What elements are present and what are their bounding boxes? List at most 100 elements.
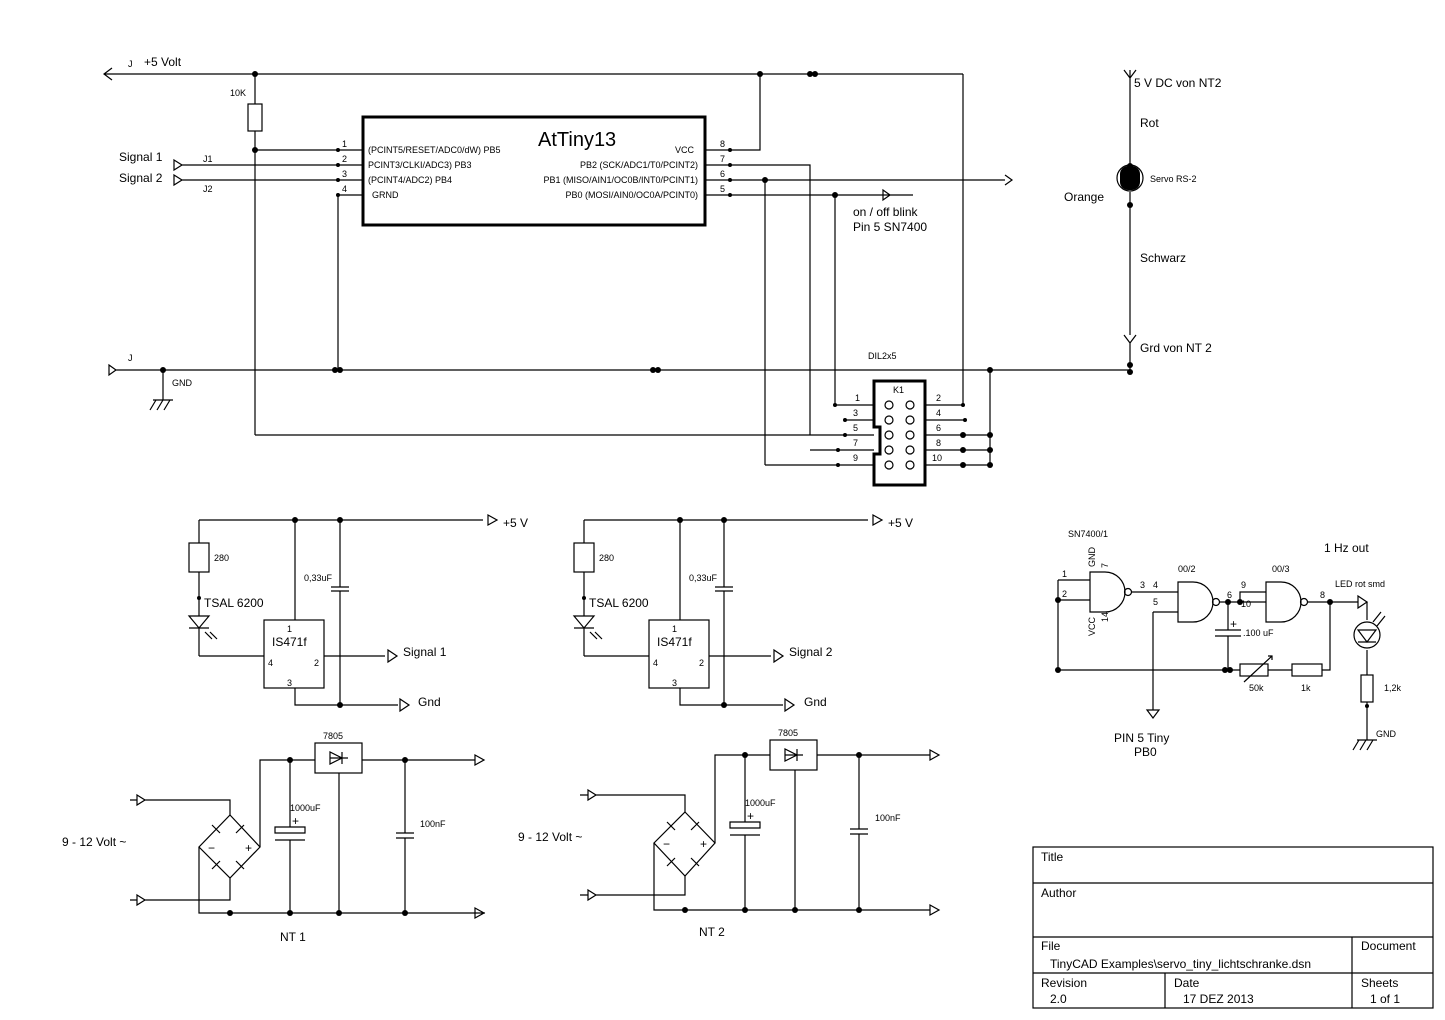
nt1-bridge-minus: − — [208, 841, 215, 855]
reg1-label: 7805 — [323, 731, 343, 741]
pin-1-num: 1 — [342, 139, 347, 149]
r50k-label: 50k — [1249, 683, 1264, 693]
c100u-label: .100 uF — [1243, 628, 1274, 638]
is2-pin3: 3 — [672, 678, 677, 688]
power-supply-nt1: 9 - 12 Volt ~ − + 7805 + 1000uF 100nF NT… — [62, 731, 486, 944]
sn7400-label: SN7400/1 — [1068, 529, 1108, 539]
dil-label: DIL2x5 — [868, 351, 897, 361]
resistor-280-1 — [188, 542, 210, 573]
pin14-label: 14 — [1100, 612, 1110, 622]
r280-1-label: 280 — [214, 553, 229, 563]
c1000-2-label: 1000uF — [745, 798, 776, 808]
plus5-volt-label: +5 Volt — [144, 55, 182, 69]
tsal-2-label: TSAL 6200 — [589, 596, 649, 610]
revision-label: Revision — [1041, 976, 1087, 990]
title-label: Title — [1041, 850, 1064, 864]
junction-dots-top — [160, 71, 1133, 468]
date-label: Date — [1174, 976, 1200, 990]
grd-nt2-label: Grd von NT 2 — [1140, 341, 1212, 355]
pin-pb2-label: PB2 (SCK/ADC1/T0/PCINT2) — [580, 160, 698, 170]
nand-gate-2 — [1177, 581, 1214, 623]
is471f-1 — [263, 619, 325, 689]
signal2-input-label: Signal 2 — [119, 171, 163, 185]
pin-6-num: 6 — [720, 169, 725, 179]
hz-out-label: 1 Hz out — [1324, 541, 1369, 555]
nt2-label: NT 2 — [699, 925, 725, 939]
pin-7-num: 7 — [720, 154, 725, 164]
is2-pin4: 4 — [653, 658, 658, 668]
r280-2-label: 280 — [599, 553, 614, 563]
k1-pin-8: 8 — [936, 438, 941, 448]
resistor-10k — [247, 103, 263, 132]
pin-5-num: 5 — [720, 184, 725, 194]
k1-pin-4: 4 — [936, 408, 941, 418]
pin-pb5-label: (PCINT5/RESET/ADC0/dW) PB5 — [368, 145, 501, 155]
k1-pin-7: 7 — [853, 438, 858, 448]
k1-label: K1 — [893, 385, 904, 395]
servo-label: Servo RS-2 — [1150, 174, 1197, 184]
led-indicator — [1353, 621, 1381, 649]
pin-3-num: 3 — [342, 169, 347, 179]
c033-1-label: 0,33uF — [304, 573, 333, 583]
c100n-1-label: 100nF — [420, 819, 446, 829]
gnd-led-label: GND — [1376, 729, 1397, 739]
pin-pb3-label: PCINT3/CLKI/ADC3) PB3 — [368, 160, 472, 170]
chip-name: AtTiny13 — [538, 129, 616, 151]
resistor-1k — [1291, 663, 1323, 677]
pin-8-num: 8 — [720, 139, 725, 149]
gnd-vertical-label: GND — [1087, 547, 1097, 568]
sensor1-gnd-out: Gnd — [418, 695, 441, 709]
pin-4-num: 4 — [342, 184, 347, 194]
g3-label: 00/3 — [1272, 564, 1290, 574]
date-value: 17 DEZ 2013 — [1183, 992, 1254, 1006]
g3-pin10: 10 — [1241, 599, 1251, 609]
file-value: TinyCAD Examples\servo_tiny_lichtschrank… — [1050, 957, 1311, 971]
g1-pin3: 3 — [1140, 580, 1145, 590]
on-off-blink-label: on / off blink — [853, 205, 918, 219]
pin-pb1-label: PB1 (MISO/AIN1/OC0B/INT0/PCINT1) — [543, 175, 698, 185]
k1-pin-10: 10 — [932, 453, 942, 463]
g2-pin6: 6 — [1227, 590, 1232, 600]
sensor1-signal-out: Signal 1 — [403, 645, 447, 659]
v5dc-nt2-label: 5 V DC von NT2 — [1134, 76, 1222, 90]
tsal-1-label: TSAL 6200 — [204, 596, 264, 610]
r12k-label: 1,2k — [1384, 683, 1402, 693]
sensor2-signal-out: Signal 2 — [789, 645, 833, 659]
pot-50k — [1239, 663, 1269, 677]
is1-pin3: 3 — [287, 678, 292, 688]
sheets-label: Sheets — [1361, 976, 1398, 990]
nt1-label: NT 1 — [280, 930, 306, 944]
gnd-symbol-label: GND — [172, 378, 193, 388]
nand-gate-1 — [1089, 571, 1126, 613]
ir-sensor-1: +5 V 280 TSAL 6200 0,33uF IS471f 1 2 3 4… — [187, 513, 528, 713]
is471f-1-label: IS471f — [272, 635, 307, 649]
k1-pin-3: 3 — [853, 408, 858, 418]
pin-pb4-label: (PCINT4/ADC2) PB4 — [368, 175, 452, 185]
reg2-label: 7805 — [778, 728, 798, 738]
pin5-tiny-label: PIN 5 Tiny — [1114, 731, 1169, 745]
regulator-7805-2 — [769, 739, 818, 771]
pin-grnd-label: GRND — [372, 190, 399, 200]
nt2-bridge-plus: + — [700, 837, 707, 851]
blinker-circuit: SN7400/1 GND VCC 7 14 1 2 3 4 00/2 5 6 9… — [1055, 529, 1402, 759]
sensor2-plus5v: +5 V — [888, 516, 913, 530]
g2-label: 00/2 — [1178, 564, 1196, 574]
servo-motor-body — [1120, 166, 1140, 190]
r1k-label: 1k — [1301, 683, 1311, 693]
sensor1-plus5v: +5 V — [503, 516, 528, 530]
pb0-label: PB0 — [1134, 745, 1157, 759]
c1000-1-label: 1000uF — [290, 803, 321, 813]
k1-pin-5: 5 — [853, 423, 858, 433]
k1-connector — [872, 379, 927, 487]
document-label: Document — [1361, 939, 1416, 953]
pin-vcc-label: VCC — [675, 145, 695, 155]
g2-pin4: 4 — [1153, 580, 1158, 590]
j2-label: J2 — [203, 184, 213, 194]
g1-pin2: 2 — [1062, 589, 1067, 599]
servo-red-wire-label: Rot — [1140, 116, 1159, 130]
nt2-vin-label: 9 - 12 Volt ~ — [518, 830, 582, 844]
g3-pin8: 8 — [1320, 590, 1325, 600]
author-label: Author — [1041, 886, 1076, 900]
